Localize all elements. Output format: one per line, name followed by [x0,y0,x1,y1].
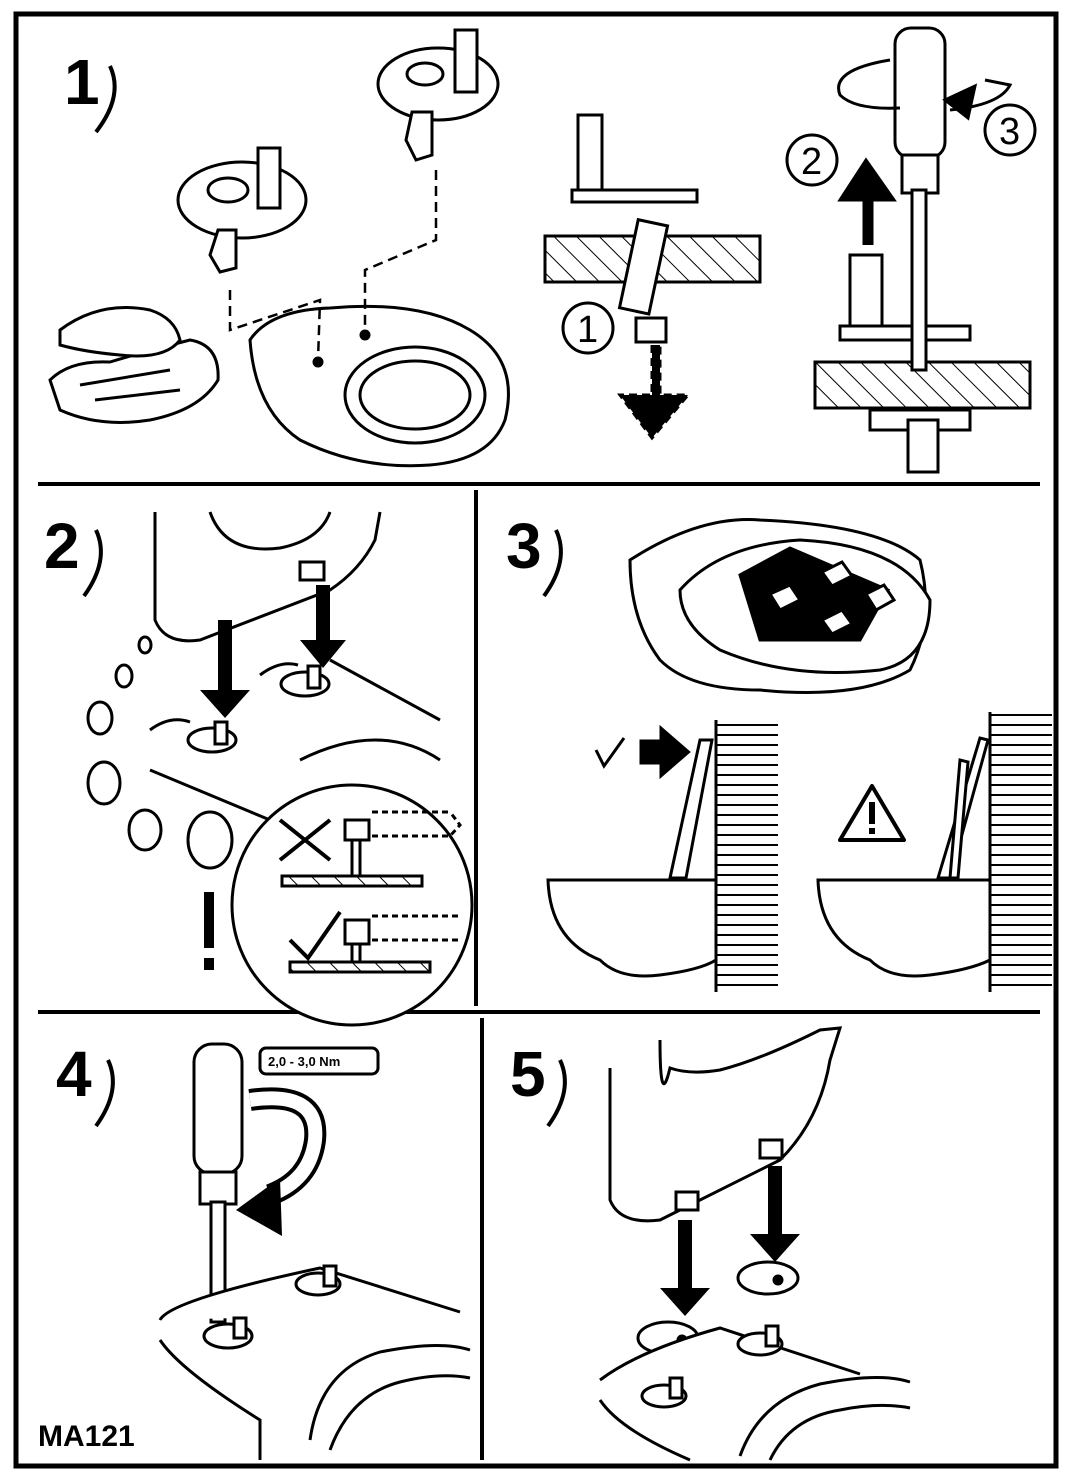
step-4-bracket [94,1059,115,1128]
substep-1-label: 1 [577,309,598,351]
toilet-side-right [816,736,992,978]
wall-left [714,720,778,992]
torque-label: 2,0 - 3,0 Nm [268,1054,340,1069]
substep-2-circle [785,133,839,187]
hinge-pins [149,662,331,754]
down-arrow-icon [200,585,346,718]
bubbles [86,635,234,870]
step-4-number: 4 [56,1038,92,1110]
check-mark-icon [288,910,342,962]
guide-dashes [228,170,438,361]
substep-3-label: 3 [999,111,1020,153]
toilet-side-left [546,738,718,978]
rotate-arrow-icon [236,1087,327,1236]
step-2-bracket [82,529,103,598]
hinge-base-right [376,28,500,162]
toilet-bowl-drawing [248,304,510,468]
step-2-panel: 2 ! [0,0,474,1027]
bowl-edge [149,658,441,822]
seat-lowering-drawing [608,1026,843,1223]
closed-seat-drawing [628,518,932,694]
warning-exclamation [204,892,214,970]
anchor-section-2 [813,157,1032,474]
step-5-number: 5 [510,1038,546,1110]
substep-2-label: 2 [801,141,822,183]
anchor-section-1 [543,113,762,441]
down-arrow-icon [617,345,692,441]
torque-badge: 2,0 - 3,0 Nm [258,1046,380,1076]
step-5-panel: 5 [510,1026,911,1462]
toilet-top-step5 [598,1324,911,1462]
model-code: MA121 [38,1420,135,1453]
step-2-number: 2 [44,510,80,582]
check-mark-icon [594,724,691,780]
step-4-panel: 4 2,0 - 3,0 Nm MA121 [38,1038,471,1460]
step-1-bracket [94,65,117,134]
warning-triangle-icon [838,784,906,842]
warning-mark: ! [0,0,1,1]
down-arrow-icon [660,1166,800,1316]
toilet-top-step4 [158,1264,471,1460]
hinge-base-left [176,146,308,274]
wall-right [988,712,1052,992]
step-5-bracket [546,1059,567,1128]
sheet-border [13,11,1059,1469]
substep-1-circle [561,301,615,355]
detail-wrong [278,810,462,888]
step-1-panel: 1 [48,26,1037,474]
step-3-number: 3 [506,510,542,582]
detail-right [288,910,460,974]
screwdriver-icon [837,26,1013,372]
substep-3-circle [983,103,1037,157]
step-1-number: 1 [64,46,100,118]
up-arrow-icon [837,157,897,245]
step-3-panel: 3 [506,510,1052,992]
cross-mark-icon [278,818,332,862]
step-3-bracket [542,529,563,598]
wipe-cloth-icon [48,306,220,424]
